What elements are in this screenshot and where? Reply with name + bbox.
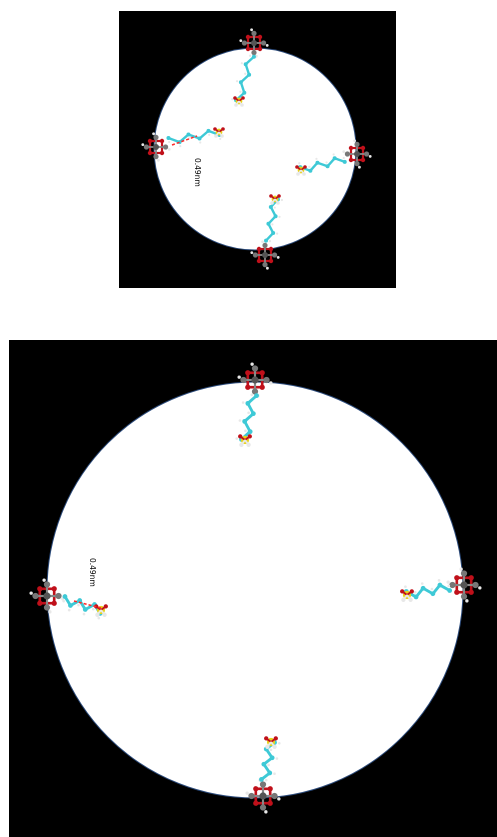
pore-circle — [153, 47, 357, 251]
distance-bond — [171, 135, 198, 146]
ring-cluster — [446, 567, 482, 603]
large-pore-diagram: 0.49nm — [29, 362, 482, 814]
distance-label: 0.49nm — [88, 558, 97, 587]
molecule-group — [141, 28, 372, 270]
ring-cluster — [250, 240, 280, 270]
ring-cluster — [239, 28, 269, 58]
alkyl-chain — [166, 127, 225, 148]
alkyl-chain — [264, 194, 284, 243]
alkyl-chain — [259, 736, 281, 782]
ring-cluster — [237, 362, 273, 398]
small-pore-diagram: 0.49nm — [141, 28, 372, 270]
alkyl-chain — [231, 54, 256, 107]
alkyl-chain — [295, 153, 347, 176]
large-pore-panel: 0.49nm — [9, 340, 497, 837]
alkyl-chain — [62, 594, 108, 620]
ring-cluster — [245, 778, 281, 814]
small-pore-panel: 0.49nm — [119, 11, 396, 288]
alkyl-chain — [400, 579, 453, 602]
alkyl-chain — [235, 393, 259, 447]
ring-cluster — [141, 132, 171, 162]
ring-cluster — [29, 578, 65, 614]
molecule-group — [29, 362, 482, 814]
distance-label: 0.49nm — [193, 158, 202, 187]
ring-cluster — [342, 139, 372, 169]
